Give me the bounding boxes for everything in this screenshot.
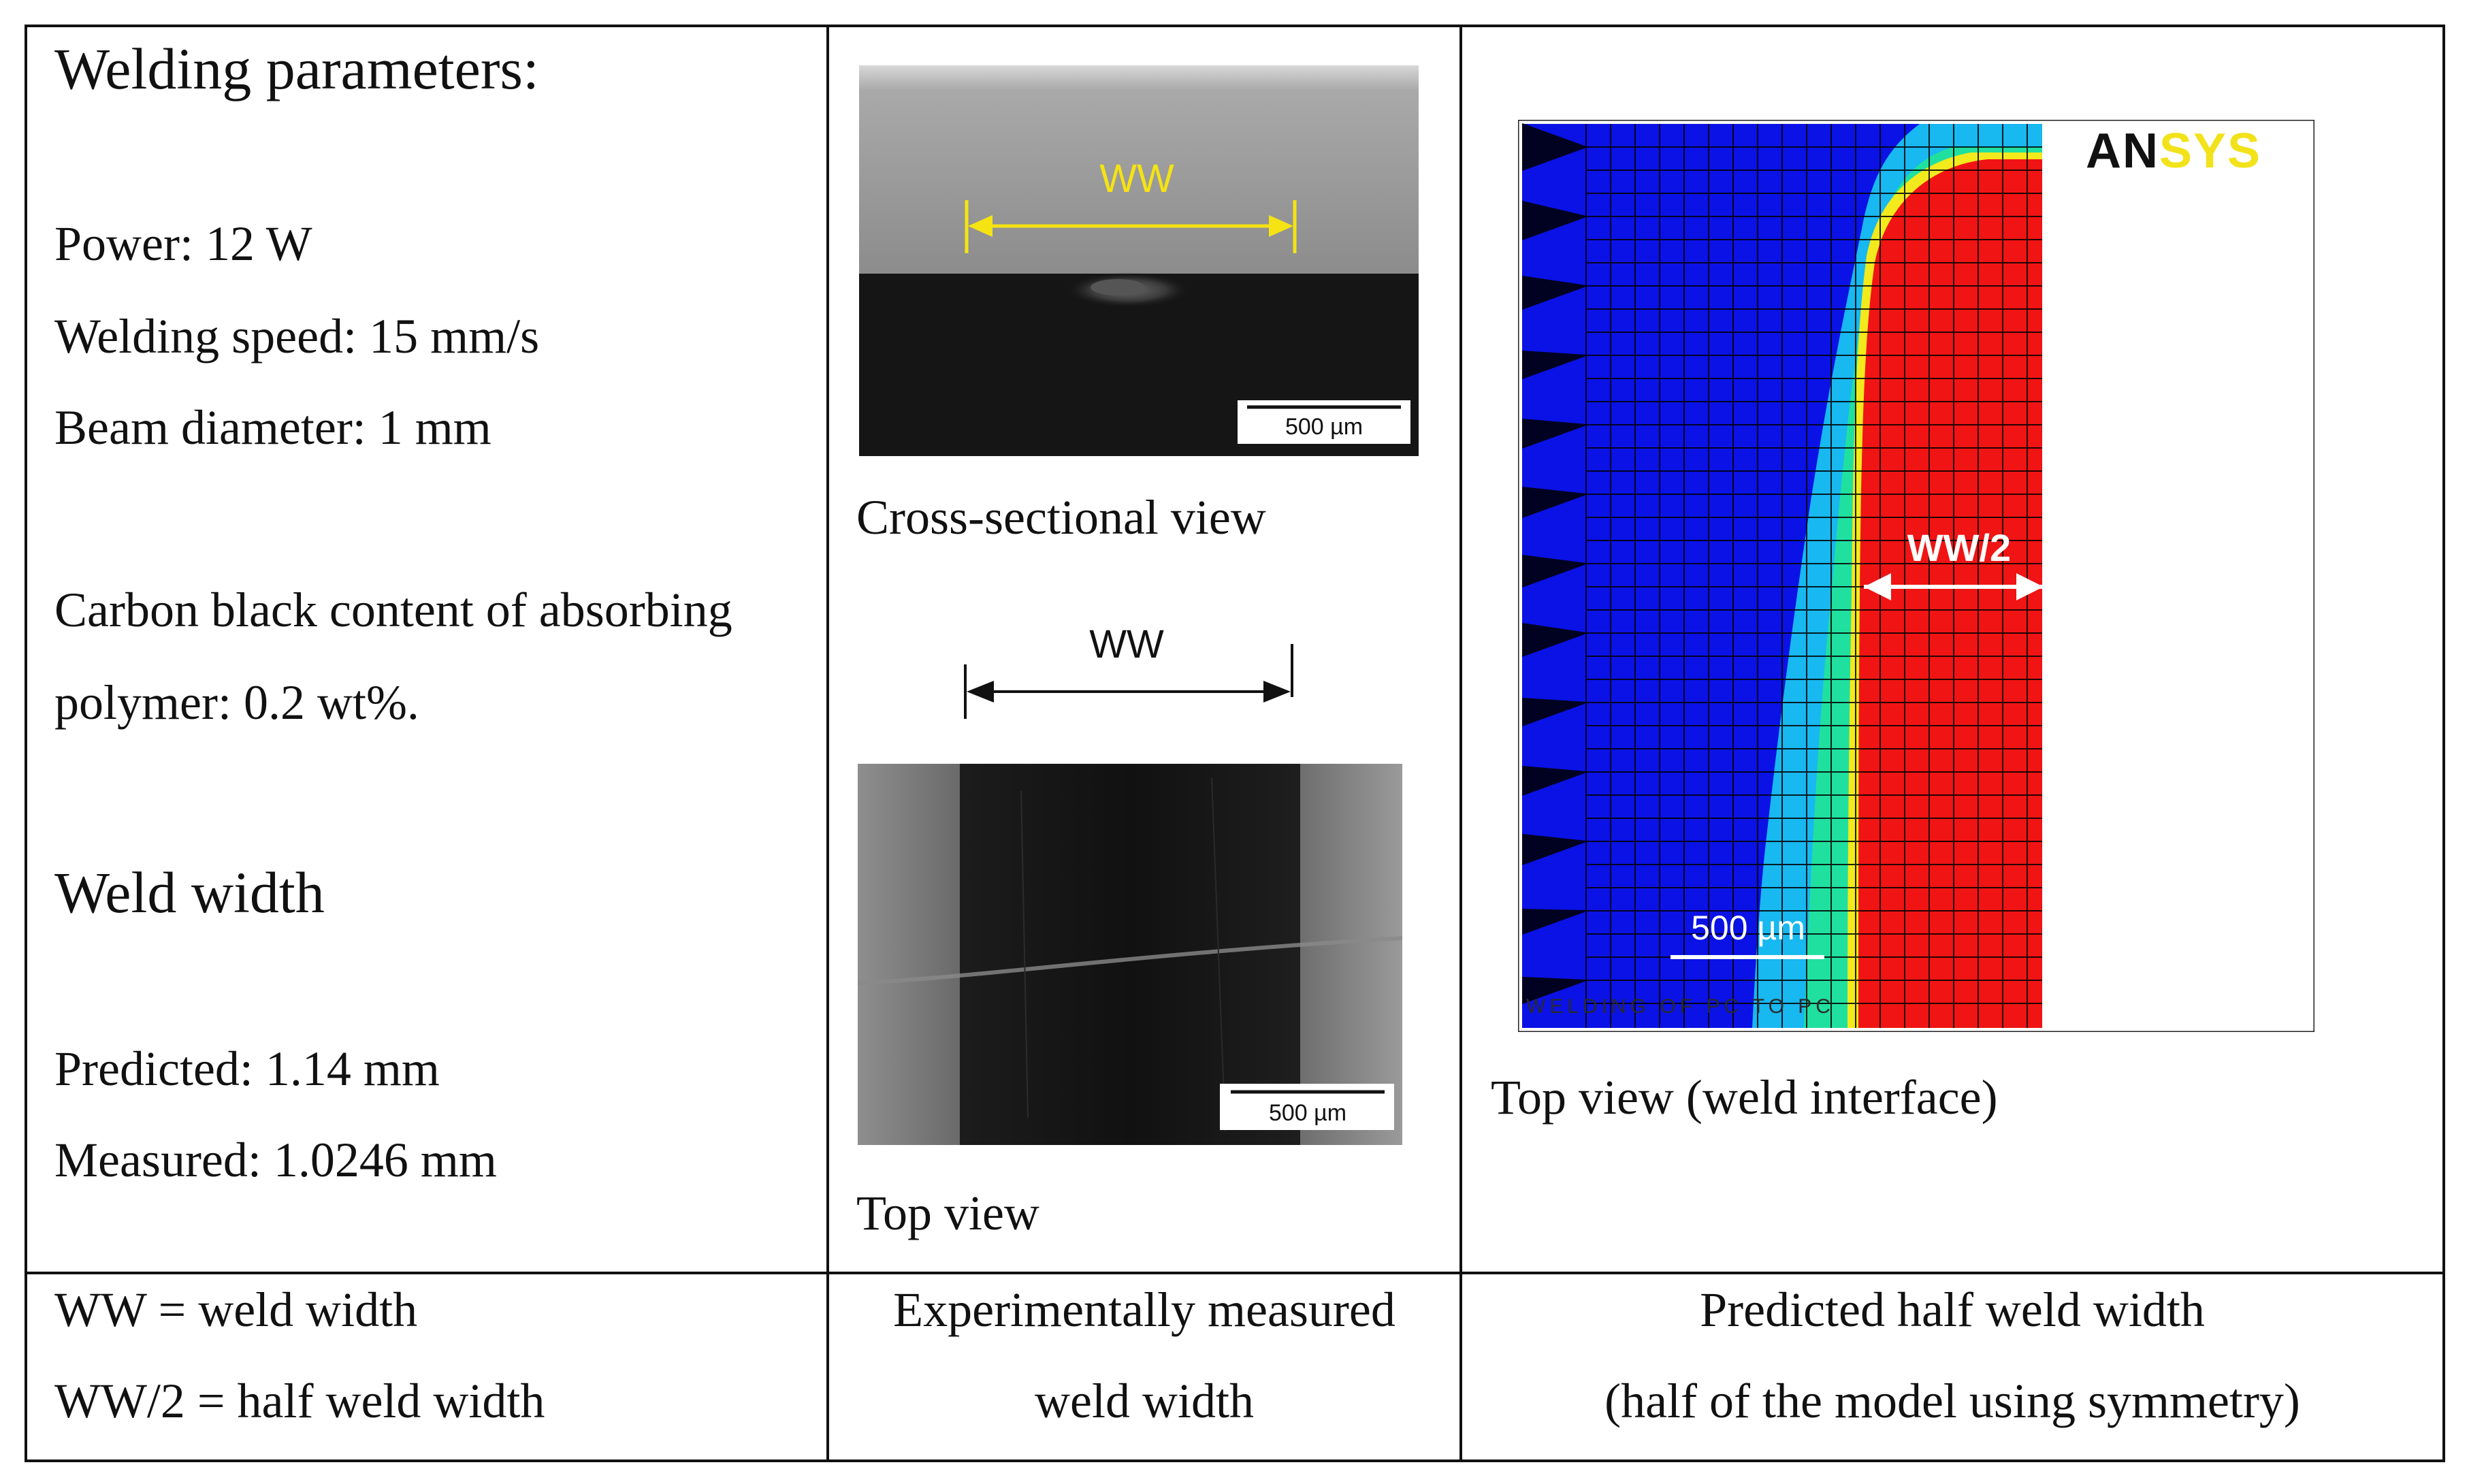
top-scale-label: 500 µm <box>1269 1100 1346 1126</box>
half-ww-label: WW/2 <box>1907 526 2011 569</box>
predicted-value: Predicted: 1.14 mm <box>54 1042 440 1096</box>
welding-parameters-heading: Welding parameters: <box>54 36 539 101</box>
top-view-image: 500 µm <box>858 764 1402 1145</box>
footer-ww-definition: WW = weld width <box>54 1283 418 1337</box>
weld-interface-caption: Top view (weld interface) <box>1491 1070 1998 1125</box>
ansys-contour-plot: ANSYS WW/2 500 µm WELDING OF PC TO PC <box>1518 120 2314 1032</box>
footer-middle-line2: weld width <box>1035 1374 1254 1428</box>
footer-right-line1: Predicted half weld width <box>1700 1283 2205 1337</box>
weld-width-heading: Weld width <box>54 860 325 925</box>
ansys-scale-label: 500 µm <box>1691 909 1805 947</box>
top-view-caption: Top view <box>856 1186 1039 1240</box>
power-value: Power: 12 W <box>54 216 312 271</box>
cross-scale-label: 500 µm <box>1285 414 1363 440</box>
welding-speed-value: Welding speed: 15 mm/s <box>54 309 540 364</box>
measured-value: Measured: 1.0246 mm <box>54 1133 497 1187</box>
carbon-content-line2: polymer: 0.2 wt%. <box>54 675 419 730</box>
top-ww-dimension: WW <box>964 622 1293 719</box>
footer-right-line2: (half of the model using symmetry) <box>1604 1374 2300 1428</box>
mesh-grid <box>1521 123 2042 1028</box>
cross-ww-dimension <box>965 200 1297 253</box>
ansys-footer-label: WELDING OF PC TO PC <box>1526 995 1835 1018</box>
footer-middle-line1: Experimentally measured <box>893 1283 1395 1337</box>
cross-ww-label: WW <box>1099 157 1174 201</box>
beam-diameter-value: Beam diameter: 1 mm <box>54 400 491 455</box>
carbon-content-line1: Carbon black content of absorbing <box>54 583 732 637</box>
half-ww-dimension <box>1864 573 2044 600</box>
cross-section-caption: Cross-sectional view <box>856 490 1266 545</box>
footer-half-ww-definition: WW/2 = half weld width <box>54 1374 545 1428</box>
cross-section-image: WW 500 µm <box>859 65 1419 456</box>
ansys-logo: ANSYS <box>2086 124 2261 178</box>
top-ww-label: WW <box>1089 622 1164 666</box>
